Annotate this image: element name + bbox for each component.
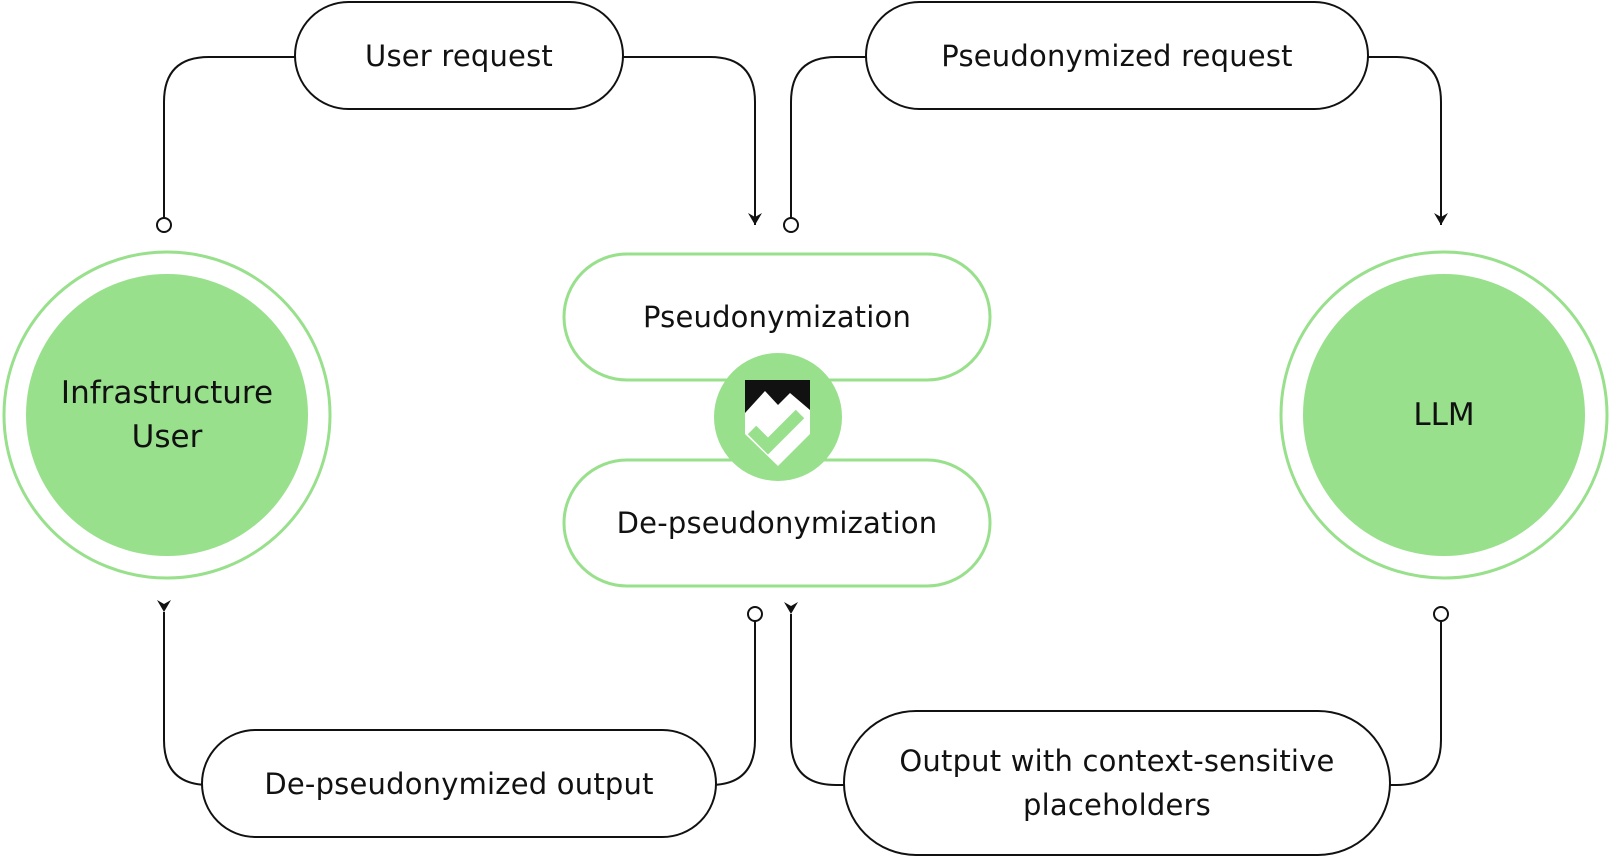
pill-pseudonymized-request: [865, 1, 1369, 110]
connector-pseudonymized-request-out: [790, 56, 868, 218]
connector-output-placeholders-out: [1390, 615, 1442, 786]
connector-pseudonymized-request-in: [1368, 56, 1448, 225]
port-pseudonymization-out: [783, 217, 799, 233]
connector-output-placeholders-in: [784, 602, 844, 786]
port-de-pseudonymization-out: [747, 606, 763, 622]
port-llm-out: [1433, 606, 1449, 622]
pill-de-pseudonymized-output: [201, 729, 717, 838]
shield-check-logo-icon: [714, 353, 842, 481]
port-infrastructure-user-out: [156, 217, 172, 233]
pill-user-request: [294, 1, 624, 110]
connector-de-pseudonymized-out: [709, 615, 756, 786]
connector-user-request-in: [622, 56, 762, 225]
node-infrastructure-user: [2, 250, 332, 580]
pill-output-placeholders: [843, 710, 1391, 856]
connector-user-request-out: [163, 56, 295, 218]
node-llm: [1279, 250, 1609, 580]
connector-de-pseudonymized-in: [157, 600, 210, 786]
